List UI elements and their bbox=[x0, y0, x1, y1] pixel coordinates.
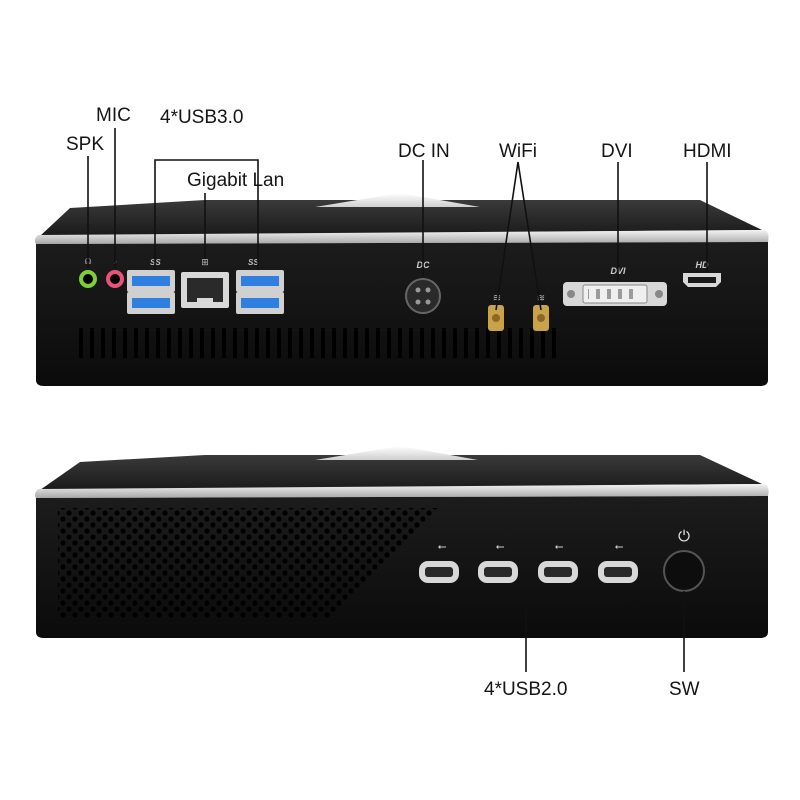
wifi-label: WiFi bbox=[499, 141, 537, 162]
hdmi-label: HDMI bbox=[683, 141, 732, 162]
rear-view-unit: ☊ ♪ SS ⊞ SS bbox=[34, 128, 769, 386]
hd-mark: HD bbox=[696, 260, 709, 270]
usb2-port[interactable]: ⭠ bbox=[538, 541, 578, 583]
usb-icon: ⭠ bbox=[555, 541, 564, 553]
mic-label: MIC bbox=[96, 105, 131, 126]
gigabit-lan-label: Gigabit Lan bbox=[187, 170, 285, 191]
usb2-port[interactable]: ⭠ bbox=[598, 541, 638, 583]
usb-icon: ⭠ bbox=[496, 541, 505, 553]
dvi-label: DVI bbox=[601, 141, 633, 162]
bottom-callout-lines bbox=[441, 583, 685, 672]
wifi-connector-right[interactable]: ≋ bbox=[533, 293, 549, 331]
dc-in-label: DC IN bbox=[398, 141, 450, 162]
lan-port[interactable]: ⊞ bbox=[181, 257, 229, 308]
top-lid bbox=[40, 455, 762, 490]
power-icon: ⏻ bbox=[678, 528, 690, 545]
honeycomb-grille bbox=[58, 508, 440, 618]
silver-edge bbox=[34, 484, 769, 498]
top-callout-lines bbox=[87, 128, 708, 311]
usb-icon: ⭠ bbox=[615, 541, 624, 553]
vent-slots bbox=[74, 328, 556, 358]
usb2-port[interactable]: ⭠ bbox=[419, 541, 459, 583]
lid-accent-triangle bbox=[315, 446, 478, 460]
spk-label: SPK bbox=[66, 134, 105, 155]
wifi-icon: ≋ bbox=[537, 293, 545, 304]
silver-edge bbox=[34, 230, 769, 244]
usb2-label: 4*USB2.0 bbox=[484, 679, 568, 700]
top-lid bbox=[40, 200, 762, 236]
lid-accent-triangle bbox=[315, 193, 480, 207]
sw-label: SW bbox=[669, 679, 700, 700]
usb3-label: 4*USB3.0 bbox=[160, 107, 244, 128]
network-icon: ⊞ bbox=[201, 257, 209, 267]
usb2-port[interactable]: ⭠ bbox=[478, 541, 518, 583]
usb-icon: ⭠ bbox=[438, 541, 447, 553]
hdmi-port[interactable]: HD bbox=[683, 260, 721, 287]
ss-usb-mark-right: SS bbox=[248, 258, 259, 267]
front-view-unit: ⭠ ⭠ ⭠ ⭠ ⏻ bbox=[34, 446, 769, 672]
usb3-port-stack-right: SS bbox=[236, 258, 284, 314]
